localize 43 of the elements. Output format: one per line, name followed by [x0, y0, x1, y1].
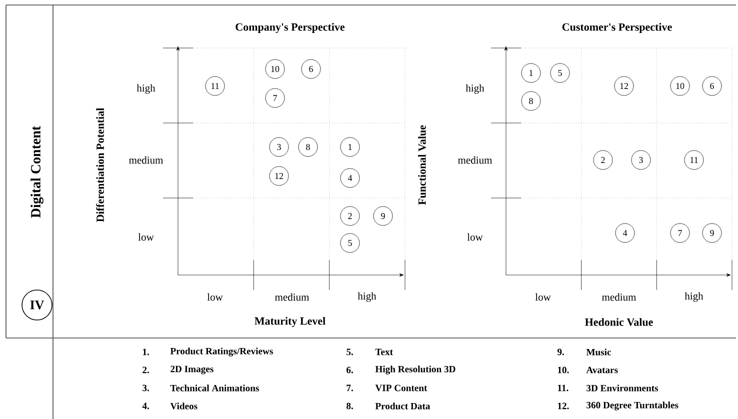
- axis-title: Functional Value: [418, 125, 426, 205]
- list-number: 8.: [346, 402, 353, 410]
- list-item: High Resolution 3D: [375, 366, 456, 374]
- list-item: Text: [375, 348, 393, 356]
- list-number: 1.: [142, 348, 149, 356]
- list-number: 3.: [142, 384, 149, 392]
- tick-label: low: [535, 293, 551, 301]
- axis-title: Maturity Level: [254, 317, 326, 327]
- list-number: 11.: [558, 384, 568, 392]
- tick-label: high: [466, 84, 484, 94]
- chart-title: Company's Perspective: [236, 23, 345, 33]
- tick-label: high: [136, 84, 156, 94]
- list-number: 9.: [557, 348, 564, 356]
- list-number: 7.: [346, 384, 353, 392]
- tick-label: medium: [275, 293, 310, 301]
- list-number: 6.: [346, 366, 353, 374]
- list-item: Product Data: [375, 402, 430, 410]
- chart-title: Customer's Perspective: [562, 23, 672, 33]
- list-item: Product Ratings/Reviews: [170, 348, 273, 356]
- list-number: 2.: [142, 366, 149, 374]
- tick-label: high: [684, 292, 704, 302]
- tick-label: medium: [602, 293, 636, 301]
- tick-label: high: [358, 292, 376, 302]
- tick-label: low: [467, 233, 483, 241]
- axis-title: Hedonic Value: [585, 318, 653, 326]
- list-item: 2D Images: [170, 366, 214, 374]
- side-title: Digital Content: [30, 126, 44, 218]
- list-item: 360 Degree Turntables: [586, 402, 678, 410]
- list-item: 3D Environments: [586, 384, 658, 392]
- axis-title: Differentiation Potential: [96, 108, 104, 222]
- list-number: 5.: [346, 348, 353, 356]
- tick-label: medium: [458, 156, 492, 164]
- list-number: 10.: [558, 366, 569, 374]
- list-item: VIP Content: [375, 384, 428, 392]
- tick-label: medium: [129, 156, 164, 164]
- list-item: Avatars: [586, 366, 618, 374]
- tick-label: low: [207, 293, 223, 301]
- list-item: Videos: [170, 402, 198, 410]
- list-item: Technical Animations: [170, 384, 259, 392]
- list-number: 4.: [142, 402, 149, 410]
- list-number: 12.: [558, 402, 569, 410]
- list-item: Music: [586, 348, 612, 356]
- tick-label: low: [138, 233, 154, 241]
